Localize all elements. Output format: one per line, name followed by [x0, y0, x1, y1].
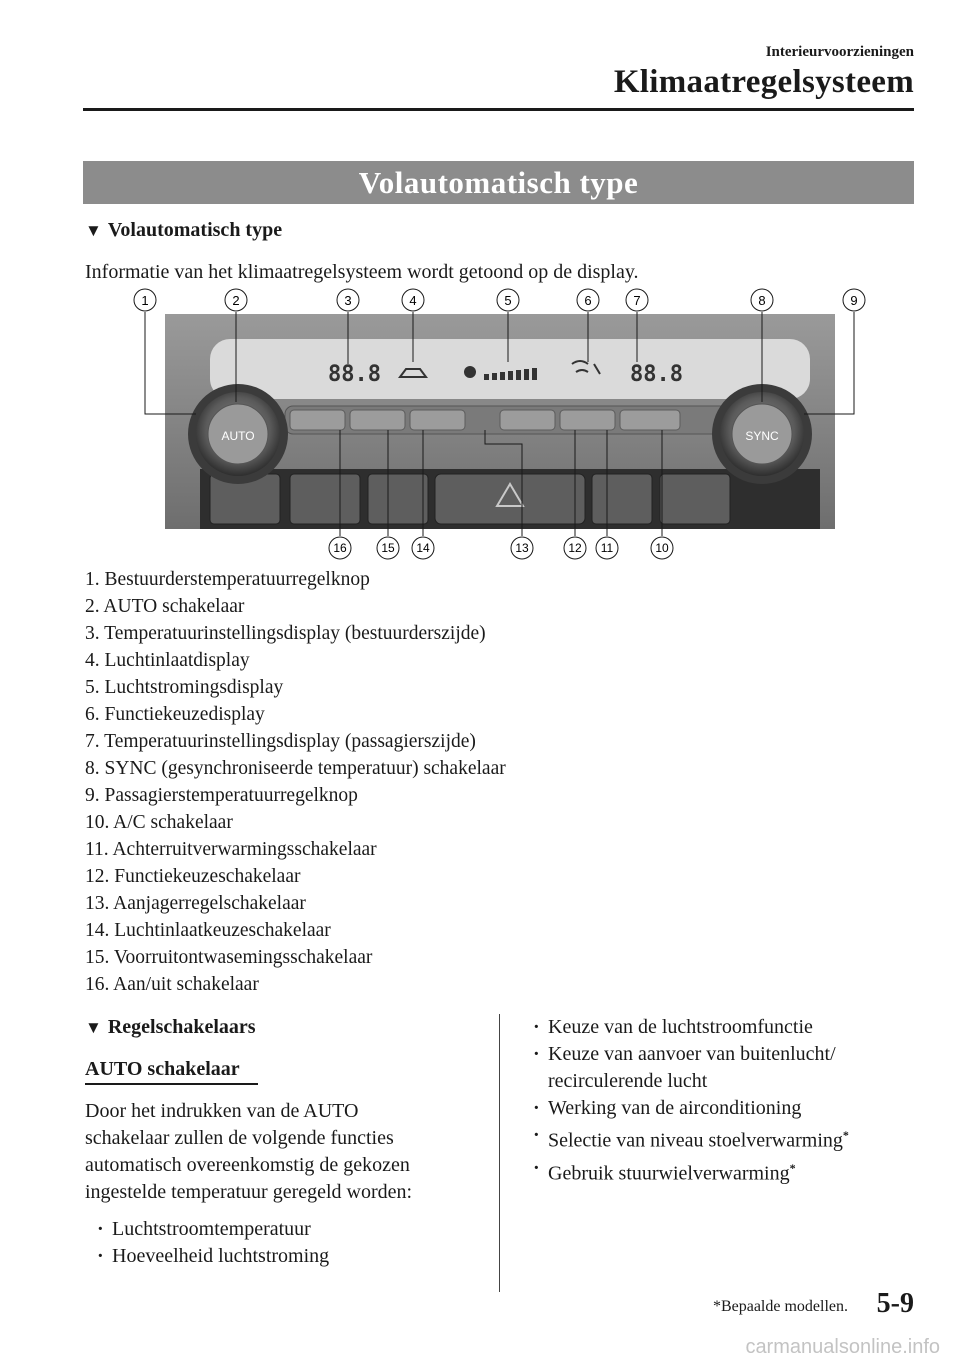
callout-2: 2: [232, 293, 239, 308]
rear-defrost-switch[interactable]: [591, 473, 653, 525]
running-header-section: Interieurvoorzieningen: [765, 44, 914, 60]
list-item: 5. Luchtstromingsdisplay: [85, 677, 284, 698]
callout-9: 9: [850, 293, 857, 308]
fan-icon: [464, 366, 476, 378]
subheading-underline: [85, 1083, 258, 1085]
running-header-chapter: Klimaatregelsysteem: [613, 64, 914, 100]
watermark: carmanualsonline.info: [745, 1336, 940, 1358]
paragraph-line: ingestelde temperatuur geregeld worden:: [85, 1181, 413, 1203]
list-item: 1. Bestuurderstemperatuurregelknop: [85, 569, 370, 590]
triangle-marker-icon: ▼: [85, 1018, 102, 1037]
list-item: Werking van de airconditioning: [530, 1095, 849, 1122]
list-item: 11. Achterruitverwarmingsschakelaar: [85, 839, 377, 860]
auto-switch-subheading: AUTO schakelaar: [85, 1058, 240, 1080]
airflow-mode-icon: [571, 360, 601, 375]
climate-control-panel-figure: AUTO SYNC 88.8 88.8: [110, 284, 870, 564]
callout-4: 4: [409, 293, 416, 308]
controls-heading: ▼ Regelschakelaars: [85, 1016, 256, 1039]
list-item: Keuze van de luchtstroomfunctie: [530, 1014, 849, 1041]
asterisk-marker: *: [842, 1128, 849, 1142]
intake-button[interactable]: [349, 409, 406, 431]
callout-16: 16: [333, 541, 347, 555]
display-strip: [210, 339, 810, 399]
list-item: 7. Temperatuurinstellingsdisplay (passag…: [85, 731, 476, 752]
callout-11: 11: [601, 541, 614, 555]
list-item: 14. Luchtinlaatkeuzeschakelaar: [85, 920, 331, 941]
callout-14: 14: [416, 541, 430, 555]
hazard-triangle-icon: [495, 482, 525, 507]
callout-7: 7: [633, 293, 640, 308]
callout-5: 5: [504, 293, 511, 308]
callout-12: 12: [568, 541, 582, 555]
list-item: 3. Temperatuurinstellingsdisplay (bestuu…: [85, 623, 486, 644]
passenger-temp-readout: 88.8: [630, 362, 683, 387]
callout-3: 3: [344, 293, 351, 308]
ac-button[interactable]: [619, 409, 681, 431]
right-bullet-list: Keuze van de luchtstroomfunctie Keuze va…: [530, 1014, 849, 1187]
paragraph-line: schakelaar zullen de volgende functies: [85, 1127, 394, 1149]
fan-level-bars: [484, 368, 537, 380]
section-banner: Volautomatisch type: [83, 161, 914, 204]
controls-heading-text: Regelschakelaars: [107, 1016, 256, 1038]
footnote: *Bepaalde modellen.: [712, 1298, 848, 1315]
left-bullet-list: Luchtstroomtemperatuur Hoeveelheid lucht…: [94, 1216, 329, 1270]
list-item: 13. Aanjagerregelschakelaar: [85, 893, 306, 914]
mode-button[interactable]: [559, 409, 616, 431]
list-item: Luchtstroomtemperatuur: [94, 1216, 329, 1243]
power-button[interactable]: [289, 409, 346, 431]
driver-seat-heat-switch[interactable]: [289, 473, 361, 525]
column-divider: [499, 1014, 500, 1292]
triangle-marker-icon: ▼: [85, 221, 102, 240]
callout-8: 8: [758, 293, 765, 308]
list-item: 6. Functiekeuzedisplay: [85, 704, 265, 725]
hazard-switch[interactable]: [434, 473, 586, 525]
list-item: 10. A/C schakelaar: [85, 812, 233, 833]
callout-10: 10: [655, 541, 669, 555]
list-item: 12. Functiekeuzeschakelaar: [85, 866, 301, 887]
callout-13: 13: [515, 541, 529, 555]
front-defrost-switch[interactable]: [367, 473, 429, 525]
air-intake-car-icon: [398, 368, 428, 378]
panel-illustration: AUTO SYNC 88.8 88.8: [133, 288, 866, 560]
passenger-seat-heat-switch[interactable]: [659, 473, 731, 525]
list-item: Gebruik stuurwielverwarming*: [530, 1155, 849, 1188]
list-item: 15. Voorruitontwasemingsschakelaar: [85, 947, 373, 968]
list-item: Hoeveelheid luchtstroming: [94, 1243, 329, 1270]
callout-6: 6: [584, 293, 591, 308]
list-item: 8. SYNC (gesynchroniseerde temperatuur) …: [85, 758, 506, 779]
intro-paragraph: Informatie van het klimaatregelsysteem w…: [85, 261, 639, 283]
fan-down-button[interactable]: [409, 409, 466, 431]
page-number: 5-9: [876, 1288, 914, 1319]
paragraph-line: Door het indrukken van de AUTO: [85, 1100, 359, 1122]
list-item: 16. Aan/uit schakelaar: [85, 974, 259, 995]
list-item: 9. Passagierstemperatuurregelknop: [85, 785, 358, 806]
callout-15: 15: [381, 541, 395, 555]
list-item: Selectie van niveau stoelverwarming*: [530, 1122, 849, 1155]
section-heading-text: Volautomatisch type: [107, 219, 283, 241]
list-item: Keuze van aanvoer van buitenlucht/recirc…: [530, 1041, 849, 1095]
list-item: 2. AUTO schakelaar: [85, 596, 245, 617]
paragraph-line: automatisch overeenkomstig de gekozen: [85, 1154, 410, 1176]
parts-legend: 1. Bestuurderstemperatuurregelknop 2. AU…: [85, 566, 506, 998]
auto-label: AUTO: [221, 429, 254, 443]
driver-temp-readout: 88.8: [328, 362, 381, 387]
auto-paragraph: Door het indrukken van de AUTO schakelaa…: [85, 1098, 412, 1206]
header-rule: [83, 108, 914, 111]
sync-button[interactable]: [731, 403, 793, 465]
fan-up-button[interactable]: [499, 409, 556, 431]
list-item: 4. Luchtinlaatdisplay: [85, 650, 250, 671]
section-heading: ▼ Volautomatisch type: [85, 219, 282, 242]
auto-button[interactable]: [207, 403, 269, 465]
asterisk-marker: *: [789, 1160, 796, 1175]
sync-label: SYNC: [745, 429, 779, 443]
callout-1: 1: [141, 293, 148, 308]
